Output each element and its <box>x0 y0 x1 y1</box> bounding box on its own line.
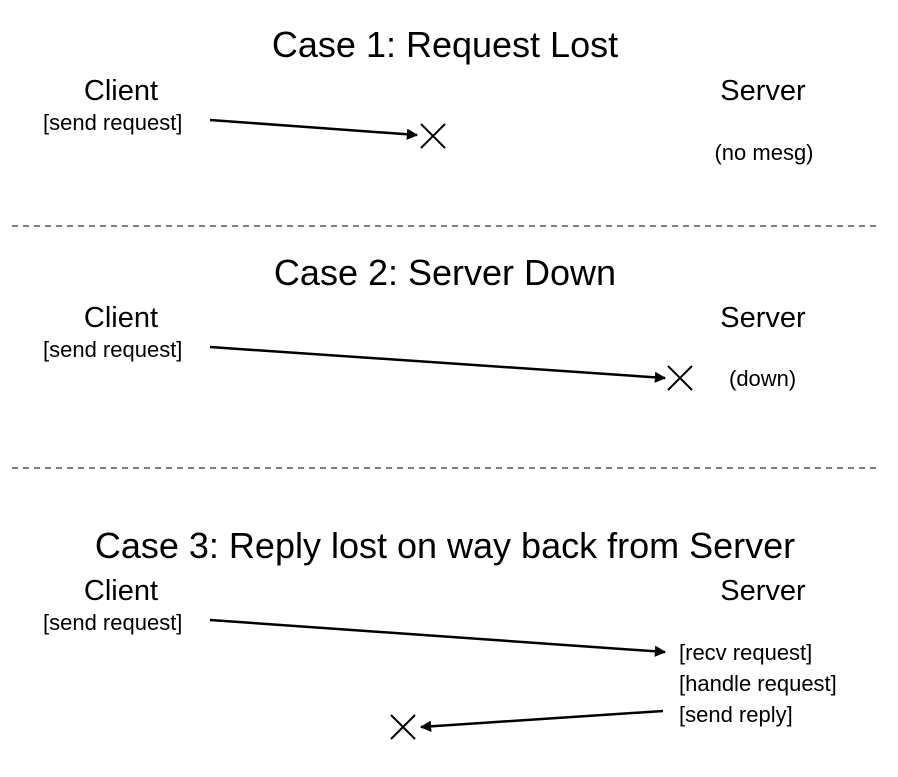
case-2-client-action: [send request] <box>43 337 183 362</box>
case-1-title: Case 1: Request Lost <box>271 24 619 65</box>
case-2-client-label: Client <box>83 302 159 334</box>
case-2-server-label: Server <box>720 302 806 334</box>
case-3-title: Case 3: Reply lost on way back from Serv… <box>94 525 796 566</box>
case-3-server-action-handle: [handle request] <box>679 671 837 696</box>
case-3-reply-arrow <box>419 709 664 732</box>
case-3-lost-x-icon <box>390 714 416 740</box>
case-1-server-note: (no mesg) <box>714 140 814 165</box>
case-2-title: Case 2: Server Down <box>273 252 617 293</box>
case-2-server-note: (down) <box>729 366 797 391</box>
case-3-client-label: Client <box>83 575 159 607</box>
case-1-lost-x-icon <box>420 123 446 149</box>
case-3-server-action-recv: [recv request] <box>679 640 813 665</box>
case-3-request-arrow <box>209 618 667 657</box>
case-3-server-label: Server <box>720 575 806 607</box>
case-1-server-label: Server <box>720 75 806 107</box>
case-2-request-arrow <box>209 345 667 383</box>
case-1-client-action: [send request] <box>43 110 183 135</box>
case-2-lost-x-icon <box>667 365 693 391</box>
case-3-server-action-send: [send reply] <box>679 702 793 727</box>
case-1-client-label: Client <box>83 75 159 107</box>
case-3-client-action: [send request] <box>43 610 183 635</box>
case-1-request-arrow <box>209 118 419 140</box>
